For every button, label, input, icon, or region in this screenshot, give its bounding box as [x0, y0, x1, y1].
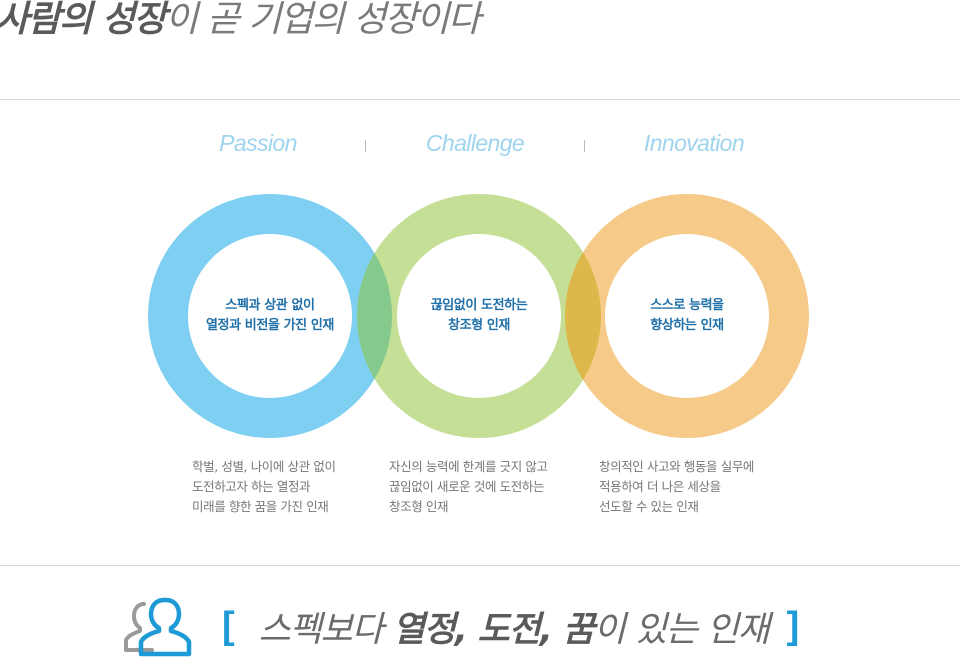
slogan-text: 스펙보다 열정, 도전, 꿈이 있는 인재 [258, 601, 770, 652]
circle-text-passion: 스펙과 상관 없이 열정과 비전을 가진 인재 [180, 296, 360, 336]
circle-text-challenge: 끊임없이 도전하는 창조형 인재 [389, 296, 569, 336]
slogan-light-2: 이 있는 인재 [593, 609, 770, 650]
top-divider [0, 99, 960, 100]
description-line: 창의적인 사고와 행동을 실무에 [599, 459, 755, 474]
description-line: 도전하고자 하는 열정과 [192, 479, 311, 494]
slogan-open-bracket: [ [222, 604, 235, 647]
ring-passion [147, 194, 392, 438]
description-line: 창조형 인재 [389, 499, 449, 514]
bottom-divider [0, 565, 960, 566]
description-line: 끊임없이 새로운 것에 도전하는 [389, 479, 545, 494]
description-line: 적용하여 더 나은 세상을 [599, 479, 721, 494]
circle-line: 끊임없이 도전하는 [430, 298, 528, 313]
description-line: 선도할 수 있는 인재 [599, 499, 699, 514]
headline-strong: 사람의 성장 [0, 0, 167, 40]
description-line: 학벌, 성별, 나이에 상관 없이 [192, 459, 336, 474]
slogan: [ 스펙보다 열정, 도전, 꿈이 있는 인재 ] [222, 596, 799, 656]
circle-line: 향상하는 인재 [650, 318, 724, 333]
description-passion: 학벌, 성별, 나이에 상관 없이 도전하고자 하는 열정과 미래를 향한 꿈을… [192, 457, 336, 517]
page-headline: 사람의 성장이 곧 기업의 성장이다 [0, 0, 481, 46]
ring-innovation [564, 194, 809, 438]
circle-text-innovation: 스스로 능력을 향상하는 인재 [597, 296, 777, 336]
keyword-challenge: Challenge [425, 130, 525, 156]
keyword-innovation: Innovation [643, 130, 745, 156]
slogan-close-bracket: ] [786, 604, 800, 647]
keyword-separator [365, 140, 366, 152]
slogan-strong: 열정, 도전, 꿈 [392, 609, 595, 650]
people-icon [124, 597, 192, 657]
circle-line: 열정과 비전을 가진 인재 [206, 318, 334, 333]
ring-challenge [356, 194, 601, 438]
description-line: 자신의 능력에 한계를 긋지 않고 [389, 459, 548, 474]
keyword-passion: Passion [219, 130, 297, 156]
circle-line: 창조형 인재 [448, 318, 510, 333]
headline-light: 이 곧 기업의 성장이다 [165, 0, 481, 40]
keyword-separator [584, 140, 585, 152]
description-line: 미래를 향한 꿈을 가진 인재 [192, 499, 329, 514]
circle-line: 스펙과 상관 없이 [225, 298, 315, 313]
description-innovation: 창의적인 사고와 행동을 실무에 적용하여 더 나은 세상을 선도할 수 있는 … [599, 457, 754, 517]
description-challenge: 자신의 능력에 한계를 긋지 않고 끊임없이 새로운 것에 도전하는 창조형 인… [389, 457, 548, 517]
slogan-light-1: 스펙보다 [258, 609, 393, 650]
circle-line: 스스로 능력을 [650, 298, 724, 313]
